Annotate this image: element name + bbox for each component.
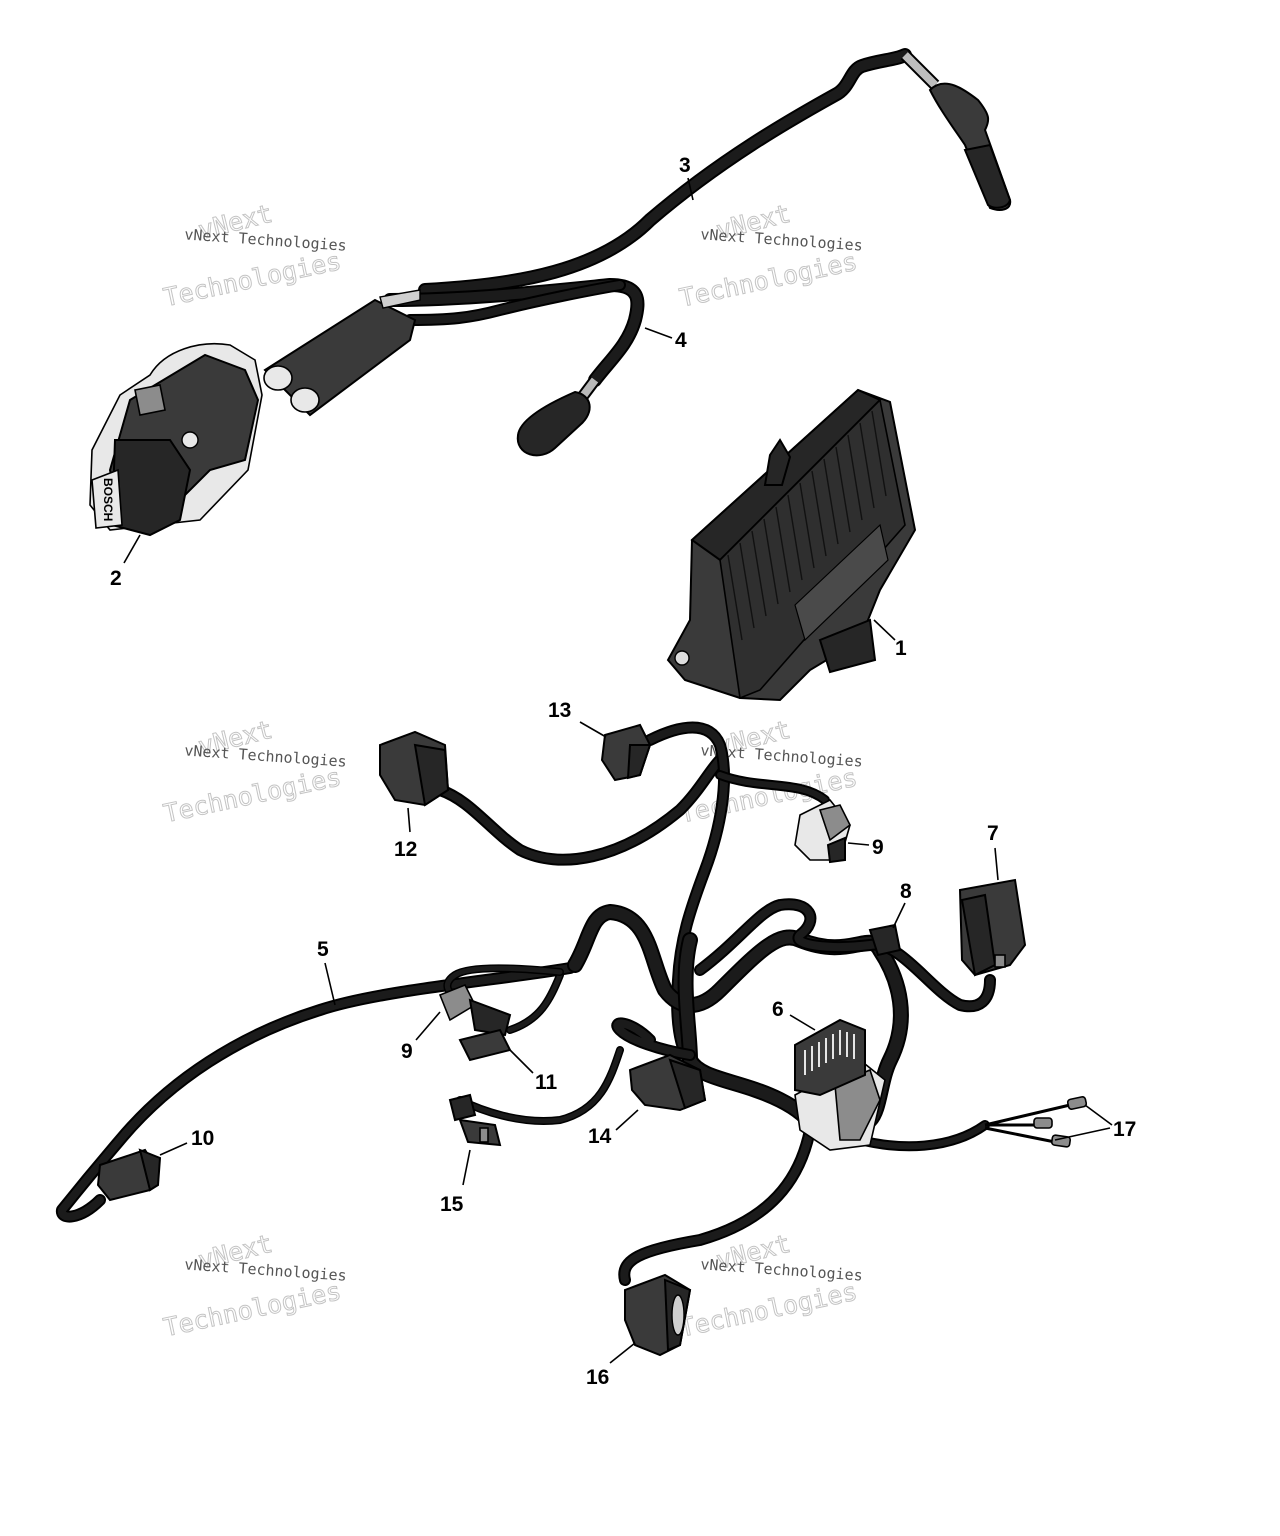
watermark-top-left: vNext vNext Technologies Technologies xyxy=(160,198,347,312)
connector-pins xyxy=(804,1030,855,1075)
connector-part-11[interactable] xyxy=(458,1028,512,1062)
callout-7: 7 xyxy=(987,822,999,845)
watermark-mid-left: vNext vNext Technologies Technologies xyxy=(160,714,347,828)
connector-part-14[interactable] xyxy=(628,1053,707,1112)
sensor-part-15[interactable] xyxy=(448,1093,502,1147)
ignition-coil-part-2[interactable]: BOSCH xyxy=(89,343,263,537)
callout-labels: 1 2 3 4 5 6 7 8 9 9 10 11 12 13 14 15 16… xyxy=(110,154,1136,1389)
callout-12: 12 xyxy=(394,838,417,861)
callout-11: 11 xyxy=(535,1071,558,1094)
connector-part-10[interactable] xyxy=(96,1148,162,1202)
watermark-text: Technologies xyxy=(161,1276,344,1342)
coil-harness-part-4[interactable] xyxy=(263,278,645,457)
callout-15: 15 xyxy=(440,1193,464,1216)
ecu-fins xyxy=(727,410,887,641)
callout-14: 14 xyxy=(588,1125,612,1148)
terminals-part-17[interactable] xyxy=(1033,1095,1088,1148)
callout-1: 1 xyxy=(895,637,907,660)
ignition-wire-part-3[interactable] xyxy=(418,48,1012,297)
watermark-top-right: vNext vNext Technologies Technologies xyxy=(676,198,863,313)
callout-4: 4 xyxy=(675,329,687,352)
callout-9-lower: 9 xyxy=(401,1040,413,1063)
callout-9-upper: 9 xyxy=(872,836,884,859)
connector-part-9-upper[interactable] xyxy=(794,798,852,864)
callout-2: 2 xyxy=(110,567,122,590)
connector-part-16[interactable] xyxy=(624,1273,692,1357)
watermark-text: Technologies xyxy=(677,247,860,313)
callout-6: 6 xyxy=(772,998,784,1021)
leader-lines xyxy=(123,177,1113,1364)
callout-13: 13 xyxy=(548,699,571,722)
bosch-label: BOSCH xyxy=(101,478,115,521)
watermark-bottom-left: vNext vNext Technologies Technologies xyxy=(160,1228,347,1342)
main-connector-part-6[interactable] xyxy=(794,1018,886,1151)
callout-3: 3 xyxy=(679,154,691,177)
callout-8: 8 xyxy=(900,880,912,903)
connector-part-12[interactable] xyxy=(379,730,450,807)
ecu-module-part-1[interactable] xyxy=(666,388,917,702)
watermark-text: Technologies xyxy=(161,246,344,312)
callout-16: 16 xyxy=(586,1366,609,1389)
clip-part-8[interactable] xyxy=(868,923,902,957)
callout-10: 10 xyxy=(191,1127,214,1150)
connector-part-13[interactable] xyxy=(600,723,652,782)
watermark-text: Technologies xyxy=(161,762,344,828)
watermark-text: Technologies xyxy=(677,1277,860,1343)
connector-part-9-lower[interactable] xyxy=(438,983,512,1037)
connector-part-7[interactable] xyxy=(958,878,1027,977)
watermark-bottom-right: vNext vNext Technologies Technologies xyxy=(676,1228,863,1343)
callout-17: 17 xyxy=(1113,1118,1136,1141)
callout-5: 5 xyxy=(317,938,329,961)
